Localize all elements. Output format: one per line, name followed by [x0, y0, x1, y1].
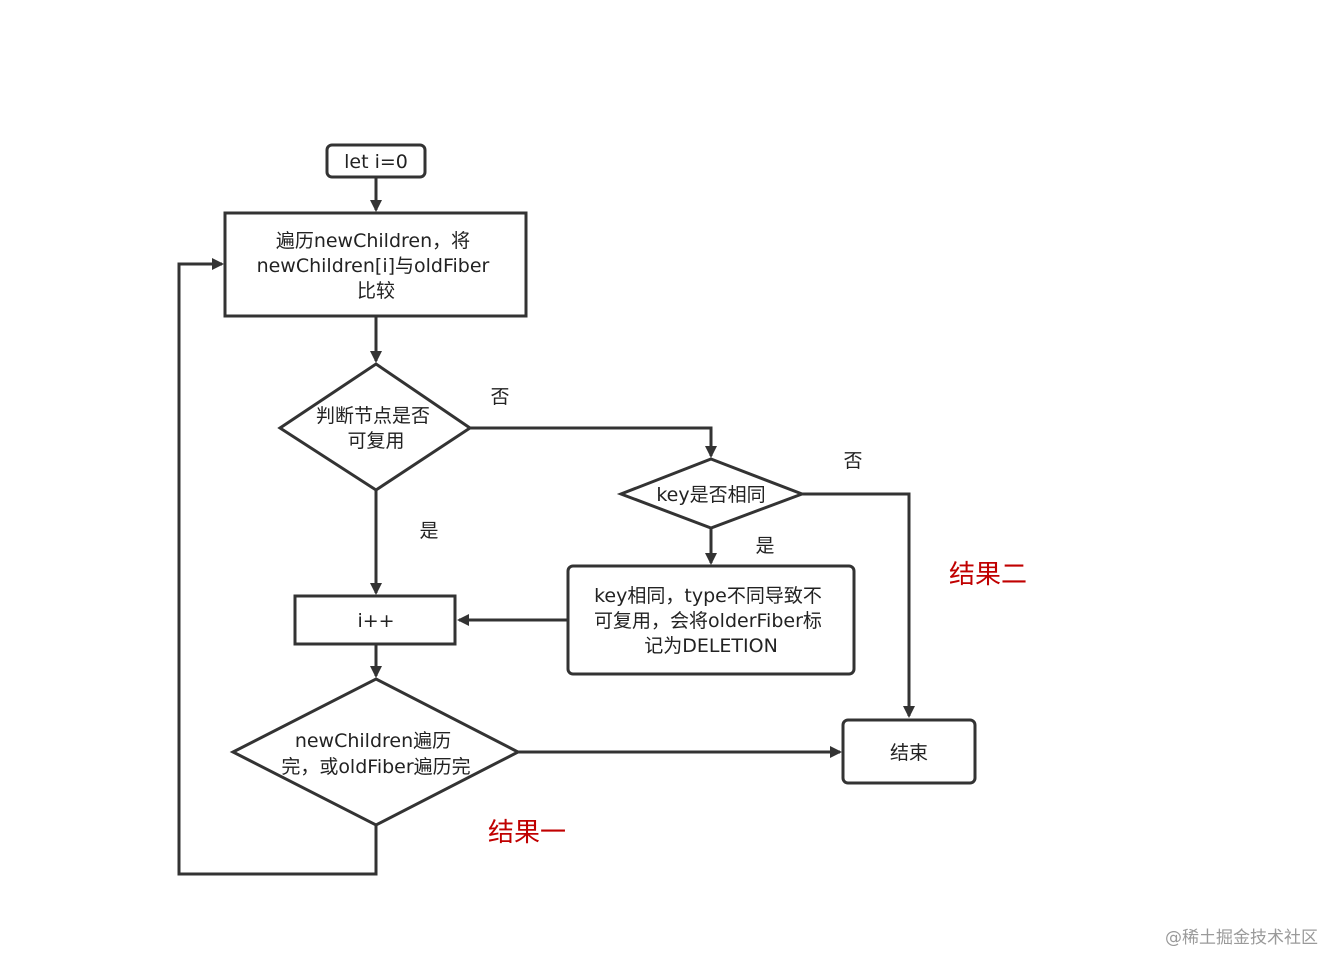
increment-node	[293, 594, 457, 646]
key-no-label: 否	[843, 450, 862, 472]
done-check-label-line: 完，或oldFiber遍历完	[281, 756, 470, 778]
reusable-decision	[277, 362, 473, 492]
result-one-label: 结果一	[488, 818, 566, 848]
loop-label: 遍历newChildren，将 newChildren[i]与oldFiber …	[257, 230, 496, 302]
type-diff-label-line: 可复用，会将olderFiber标	[594, 610, 822, 632]
key-yes-label: 是	[755, 535, 774, 557]
loop-label-line: 比较	[357, 280, 395, 302]
reusable-no-label: 否	[490, 386, 509, 408]
edge-loop-back	[177, 258, 378, 876]
reusable-label: 判断节点是否 可复用	[316, 405, 436, 452]
key-same-label: key是否相同	[656, 484, 765, 506]
type-diff-label-line: 记为DELETION	[644, 635, 778, 657]
done-check-label: newChildren遍历 完，或oldFiber遍历完	[281, 730, 470, 778]
loop-node	[223, 211, 528, 318]
edge-reusable-no	[470, 426, 717, 458]
start-label: let i=0	[344, 151, 408, 173]
edge-key-no	[802, 492, 915, 718]
key-decision	[616, 457, 807, 530]
type-diff-label-line: key相同，type不同导致不	[594, 585, 822, 607]
start-node	[325, 143, 427, 179]
end-label: 结束	[890, 742, 928, 764]
watermark: @稀土掘金技术社区	[1165, 928, 1318, 948]
end-node	[841, 718, 977, 785]
type-diff-node	[566, 564, 856, 676]
done-check-label-line: newChildren遍历	[295, 730, 451, 752]
loop-label-line: newChildren[i]与oldFiber	[257, 255, 490, 277]
done-decision	[229, 677, 522, 827]
type-diff-label: key相同，type不同导致不 可复用，会将olderFiber标 记为DELE…	[594, 585, 828, 657]
reusable-yes-label: 是	[419, 520, 438, 542]
reusable-label-line: 可复用	[347, 430, 404, 452]
reusable-label-line: 判断节点是否	[316, 405, 430, 427]
increment-label: i++	[357, 610, 394, 632]
result-two-label: 结果二	[949, 560, 1027, 590]
loop-label-line: 遍历newChildren，将	[276, 230, 470, 252]
